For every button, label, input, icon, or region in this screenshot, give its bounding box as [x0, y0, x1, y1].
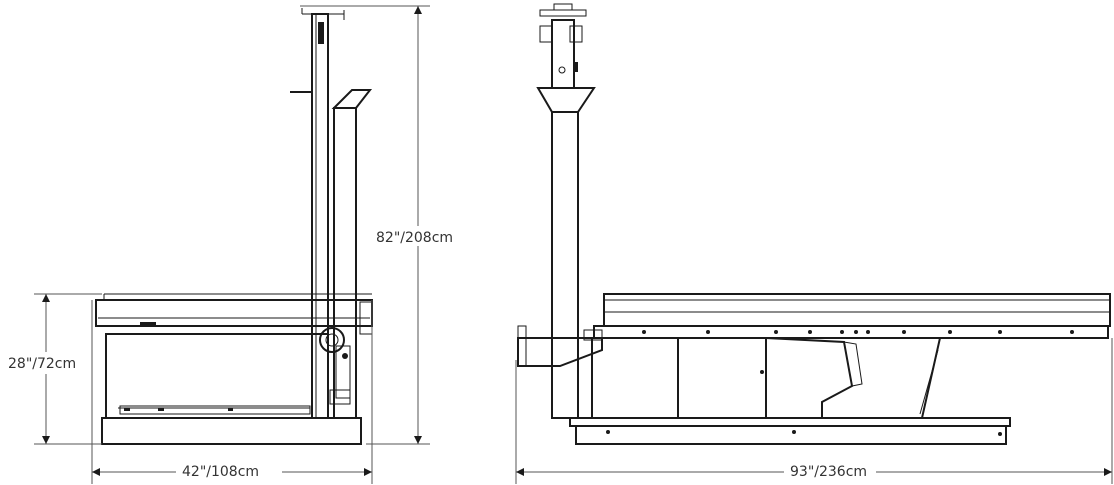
side-width-label: 42"/108cm: [182, 464, 259, 480]
side-dimension-lines: [34, 5, 430, 484]
front-cabinet-panel-1: [591, 337, 679, 419]
side-cabinet: [105, 333, 329, 419]
side-base: [101, 417, 362, 445]
front-top-plate: [539, 9, 587, 17]
front-left-bracket: [517, 337, 603, 367]
side-handwheel: [319, 327, 345, 353]
front-base-plate: [575, 425, 1007, 445]
side-bed-height-label: 28"/72cm: [8, 356, 76, 372]
side-second-post: [333, 107, 357, 419]
front-collar: [536, 87, 596, 113]
front-cabinet-panel-3: [765, 337, 942, 419]
front-upper-column: [551, 19, 575, 89]
front-main-column: [551, 111, 579, 419]
side-table-top: [95, 299, 373, 327]
front-table-top: [603, 293, 1111, 327]
front-cabinet-panel-2: [677, 337, 767, 419]
front-view: [517, 3, 1111, 445]
side-tall-post: [311, 13, 329, 419]
side-post-cap: [331, 89, 373, 109]
side-foot-rail: [119, 405, 311, 415]
side-height-label: 82"/208cm: [376, 230, 453, 246]
front-dimension-lines: [515, 338, 1113, 484]
side-view: [95, 8, 373, 445]
front-base-rail: [569, 417, 1011, 427]
front-table-rail: [593, 325, 1109, 339]
front-length-label: 93"/236cm: [790, 464, 867, 480]
